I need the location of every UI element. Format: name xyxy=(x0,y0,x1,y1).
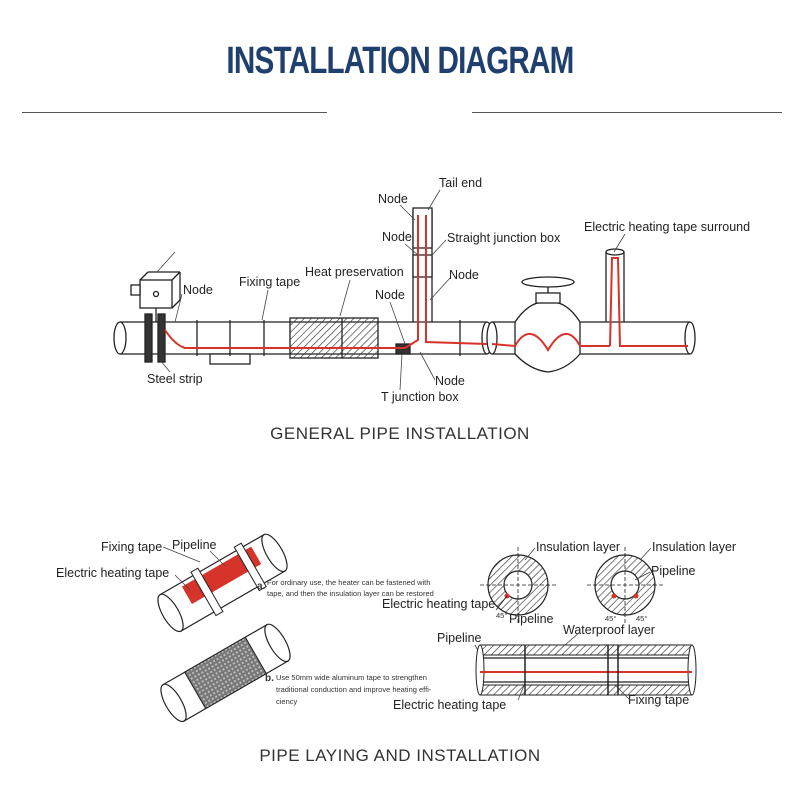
label-node-top: Node xyxy=(378,192,408,206)
note-b-line2: traditional conduction and improve heati… xyxy=(276,685,432,694)
label-heat-preservation: Heat preservation xyxy=(305,265,404,279)
pipe-b-illustration xyxy=(160,623,291,723)
note-b-line1: Use 50mm wide aluminum tape to strengthe… xyxy=(276,673,427,682)
label-electric-heating-tape-right: Electric heating tape xyxy=(382,597,495,611)
general-labels: Node Fixing tape Heat preservation Node … xyxy=(147,176,750,404)
label-insulation-layer-2: Insulation layer xyxy=(652,540,736,554)
right-riser xyxy=(605,248,625,322)
label-angle-right1: 45° xyxy=(605,614,616,623)
label-t-junction-box: T junction box xyxy=(381,390,459,404)
label-steel-strip: Steel strip xyxy=(147,372,203,386)
general-pipe-diagram xyxy=(113,207,696,373)
label-node-left: Node xyxy=(183,283,213,297)
general-leaders xyxy=(156,189,626,391)
label-node-lower: Node xyxy=(435,374,465,388)
note-b-letter: b. xyxy=(265,673,274,684)
label-electric-heating-tape-bottom: Electric heating tape xyxy=(393,698,506,712)
label-waterproof-layer: Waterproof layer xyxy=(563,623,655,637)
label-angle-right2: 45° xyxy=(636,614,647,623)
label-straight-junction-box: Straight junction box xyxy=(447,231,561,245)
label-pipeline-lower: Pipeline xyxy=(437,631,482,645)
steel-strip-clamps xyxy=(144,313,166,363)
divider-right xyxy=(472,112,782,113)
label-pipeline-mid: Pipeline xyxy=(509,612,554,626)
heat-preservation-block xyxy=(289,317,379,359)
label-electric-heating-tape-a: Electric heating tape xyxy=(56,566,169,580)
label-heating-tape-surround: Electric heating tape surround xyxy=(584,220,750,234)
label-node-upper: Node xyxy=(382,230,412,244)
label-pipeline-a: Pipeline xyxy=(172,538,217,552)
laying-leaders-left xyxy=(162,546,226,591)
power-junction-box xyxy=(130,271,181,322)
note-a-line2: tape, and then the insulation layer can … xyxy=(267,589,434,598)
laying-labels-left: Fixing tape Pipeline Electric heating ta… xyxy=(56,538,434,706)
note-a-line1: For ordinary use, the heater can be fast… xyxy=(267,578,430,587)
note-b-line3: ciency xyxy=(276,697,298,706)
section-title-laying: PIPE LAYING AND INSTALLATION xyxy=(259,746,541,765)
label-fixing-tape-bottom: Fixing tape xyxy=(628,693,689,707)
label-node-mid: Node xyxy=(375,288,405,302)
label-node-right: Node xyxy=(449,268,479,282)
cross-section-left xyxy=(480,547,556,623)
valve-pipe xyxy=(486,276,696,373)
label-fixing-tape: Fixing tape xyxy=(239,275,300,289)
label-tail-end: Tail end xyxy=(439,176,482,190)
label-fixing-tape-a: Fixing tape xyxy=(101,540,162,554)
section-title-general: GENERAL PIPE INSTALLATION xyxy=(270,424,530,443)
laying-labels-right: Insulation layer Insulation layer Pipeli… xyxy=(382,540,736,712)
pipe-a-illustration xyxy=(157,533,288,633)
riser-pipe xyxy=(412,207,433,322)
heating-tape-general xyxy=(164,215,688,352)
fixing-tapes-general xyxy=(196,318,461,358)
note-a-letter: a. xyxy=(257,581,266,592)
label-insulation-layer-1: Insulation layer xyxy=(536,540,620,554)
cross-section-right xyxy=(587,547,663,623)
label-pipeline-right: Pipeline xyxy=(651,564,696,578)
page-title: INSTALLATION DIAGRAM xyxy=(226,40,574,82)
label-angle-left: 45° xyxy=(496,611,507,620)
longitudinal-section xyxy=(475,644,697,696)
divider-left xyxy=(22,112,327,113)
